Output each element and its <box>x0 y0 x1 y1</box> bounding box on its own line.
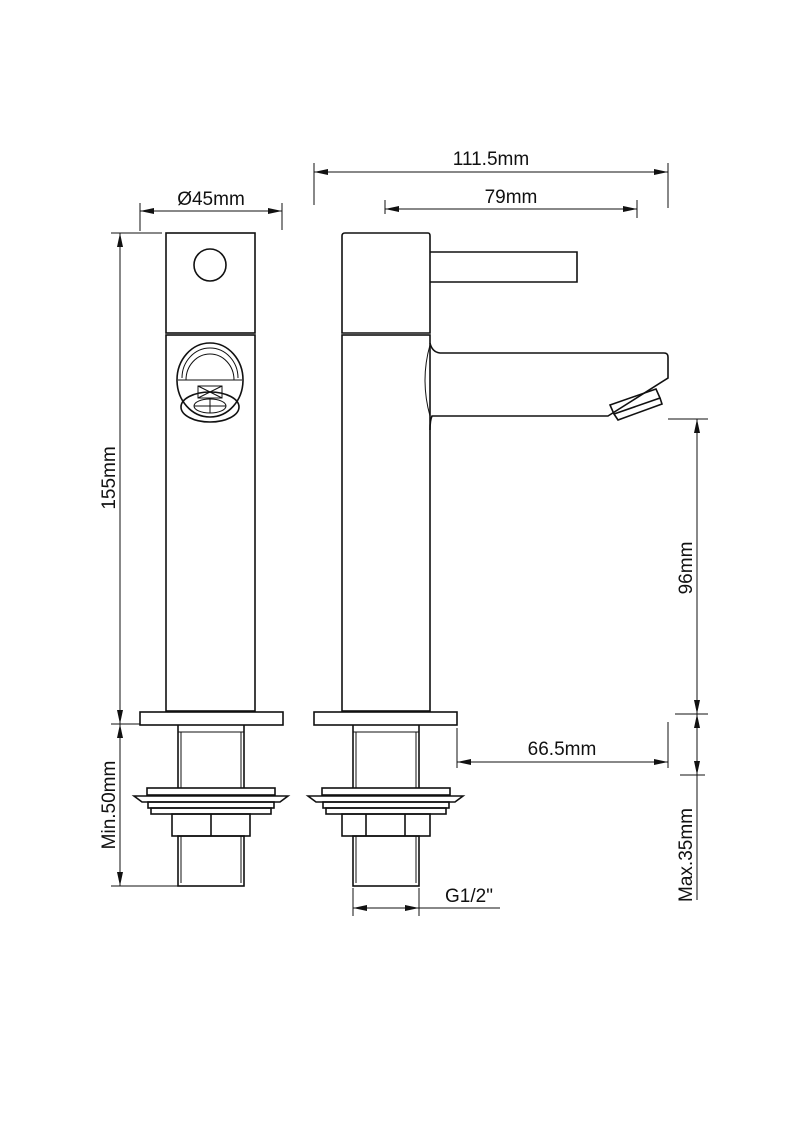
spout <box>429 342 669 431</box>
dim-label-overall-depth: 111.5mm <box>453 149 529 170</box>
dim-label-spout-reach: 66.5mm <box>528 739 597 760</box>
side-view <box>305 232 669 887</box>
thread-shank <box>177 835 245 887</box>
dim-label-shank-min: Min.50mm <box>99 761 120 850</box>
base-plate <box>139 711 284 726</box>
handle-hole <box>193 248 227 282</box>
spout-outlet-icon <box>176 342 244 423</box>
dim-label-spout-reach-top: 79mm <box>485 187 538 208</box>
dim-label-spout-height: 96mm <box>676 542 697 595</box>
handle-block-side <box>341 232 431 334</box>
lever-handle <box>430 251 578 283</box>
dimension-lines <box>111 163 708 916</box>
tap-body <box>165 334 256 712</box>
dim-label-body-diameter: Ø45mm <box>177 189 245 210</box>
dim-label-thread: G1/2" <box>445 886 493 907</box>
base-plate-side <box>313 711 458 726</box>
dim-label-total-height: 155mm <box>99 446 120 509</box>
tap-body-side <box>341 334 431 712</box>
mounting-washer-side <box>305 787 466 815</box>
dim-label-deck-max: Max.35mm <box>676 808 697 902</box>
mounting-nut-side <box>341 813 431 837</box>
thread-shank-side <box>352 835 420 887</box>
handle-block <box>165 232 256 334</box>
mounting-washer <box>131 787 291 815</box>
front-view <box>131 232 291 887</box>
